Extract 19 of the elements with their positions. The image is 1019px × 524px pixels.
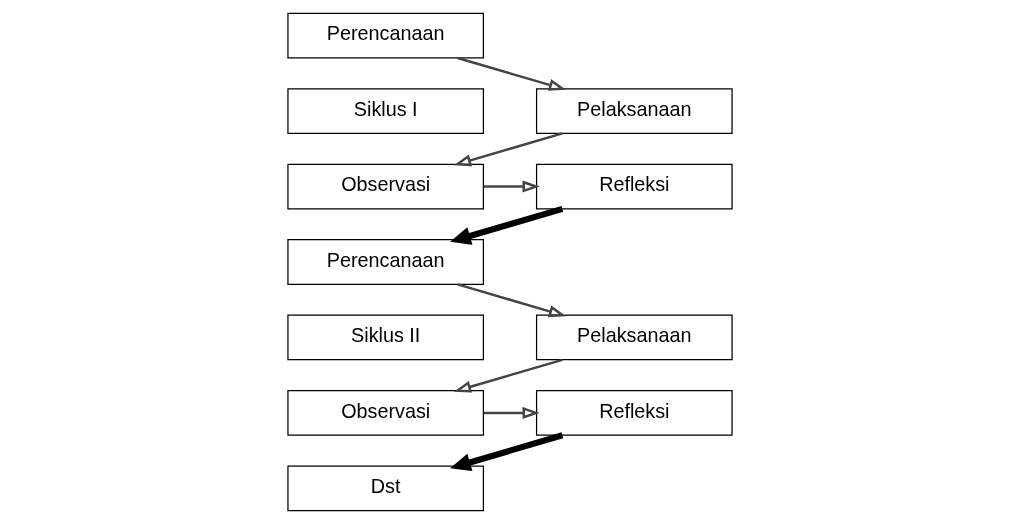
node-box: Siklus II xyxy=(286,314,484,361)
node-box: Perencanaan xyxy=(286,239,484,285)
node-box: Siklus I xyxy=(286,88,484,134)
node-box: Perencanaan xyxy=(286,12,484,59)
node-box: Pelaksanaan xyxy=(535,314,733,361)
node-box: Pelaksanaan xyxy=(535,88,733,134)
arrow xyxy=(483,180,540,193)
arrow xyxy=(456,56,566,91)
node-box: Observasi xyxy=(286,163,484,210)
node-box: Refleksi xyxy=(535,390,733,436)
arrow xyxy=(449,432,563,472)
arrow xyxy=(453,132,563,167)
arrow xyxy=(456,283,566,318)
arrow xyxy=(483,406,540,419)
node-box: Refleksi xyxy=(535,163,733,210)
node-box: Dst xyxy=(286,465,484,512)
arrow xyxy=(449,205,563,245)
node-box: Observasi xyxy=(286,390,484,436)
arrow xyxy=(453,358,563,393)
